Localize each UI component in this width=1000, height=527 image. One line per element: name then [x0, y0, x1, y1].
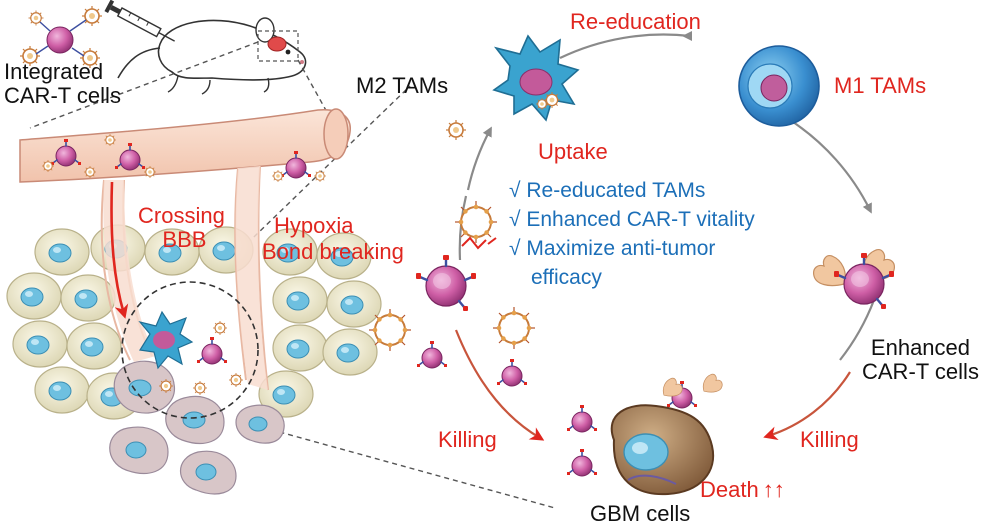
crossing-bbb-label: Crossing BBB	[138, 204, 225, 252]
m1-macrophage-icon	[738, 45, 820, 127]
death-up-arrows: ↑↑	[762, 477, 785, 502]
gbm-tumor-cell-icon	[610, 404, 715, 496]
enhanced-car-t-line-1: Enhanced	[870, 335, 971, 360]
killing-right-label: Killing	[800, 427, 859, 452]
crossing-bbb-line-1: Crossing	[138, 203, 225, 228]
bond-breaking-link	[461, 236, 497, 250]
killing-left-label: Killing	[438, 427, 497, 452]
death-label: Death↑↑	[700, 478, 785, 502]
integrated-car-t-line-1: Integrated	[4, 59, 104, 84]
benefits-list: √ Re-educated TAMs √ Enhanced CAR-T vita…	[509, 176, 755, 292]
death-text: Death	[700, 477, 759, 502]
benefit-item-2: √ Enhanced CAR-T vitality	[509, 208, 755, 231]
re-education-label: Re-education	[570, 9, 701, 34]
uptake-label: Uptake	[538, 139, 608, 164]
car-t-nanoparticle-cluster-icon	[19, 5, 103, 69]
zoom-contents	[138, 310, 244, 396]
cycle-ring	[458, 31, 876, 361]
zoom-circle	[121, 281, 259, 419]
blood-vessel-icon	[19, 108, 351, 391]
benefit-item-3: √ Maximize anti-tumor	[509, 237, 716, 260]
m1-tams-label: M1 TAMs	[834, 73, 927, 98]
m2-macrophage-icon	[492, 34, 580, 122]
crossing-bbb-line-2: BBB	[162, 226, 207, 252]
crossing-arrow	[110, 181, 129, 319]
enhanced-car-t-label: Enhanced CAR-T cells	[862, 336, 979, 384]
kill-arrows	[454, 329, 851, 441]
integrated-car-t-label: Integrated CAR-T cells	[4, 60, 121, 108]
benefit-item-1: √ Re-educated TAMs	[509, 179, 706, 202]
syringe-icon	[104, 0, 175, 42]
bond-breaking-label: Bond breaking	[262, 239, 404, 264]
benefit-item-4: efficacy	[531, 266, 602, 289]
m2-tams-label: M2 TAMs	[356, 73, 449, 98]
small-muscle-icon	[662, 373, 723, 397]
enhanced-car-t-line-2: CAR-T cells	[862, 358, 979, 384]
integrated-car-t-line-2: CAR-T cells	[4, 82, 121, 108]
gbm-cells-label: GBM cells	[590, 501, 691, 526]
enhanced-car-t-icon	[813, 249, 896, 311]
hypoxia-label: Hypoxia	[274, 213, 354, 238]
gbm-tissue-cells	[109, 360, 285, 495]
